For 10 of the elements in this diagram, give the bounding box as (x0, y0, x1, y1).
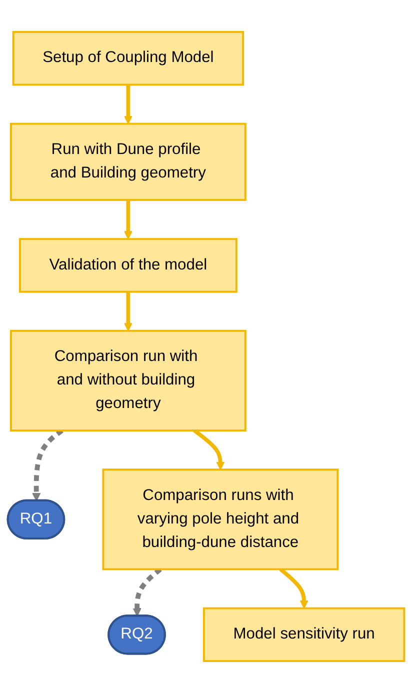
node-box: Validation of the model (18, 238, 238, 293)
node-box: Setup of Coupling Model (12, 30, 244, 86)
arrow (279, 568, 308, 609)
node-box: Comparison runs with varying pole height and building-dune distance (102, 468, 339, 570)
arrow (124, 292, 132, 332)
node-box: Run with Dune profile and Building geometry (10, 122, 246, 201)
arrow (124, 84, 132, 124)
node-box: Comparison run with and without building geometry (10, 330, 246, 432)
node-box: Model sensitivity run (203, 607, 406, 662)
arrow (124, 200, 132, 240)
